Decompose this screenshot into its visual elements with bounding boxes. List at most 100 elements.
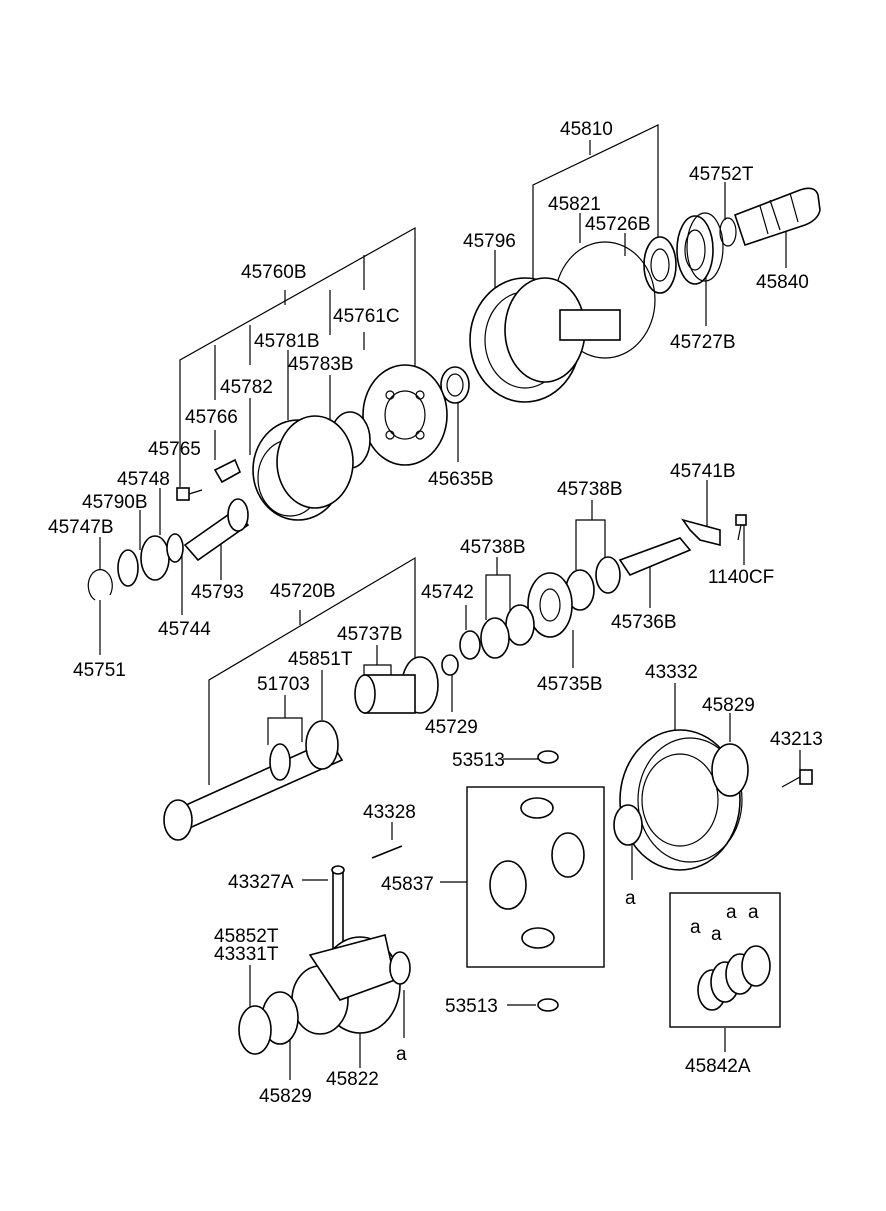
shim-set-icon xyxy=(697,945,771,1011)
case-shim-icon xyxy=(389,951,411,985)
label-45744: 45744 xyxy=(158,619,211,640)
shaft-45840-icon xyxy=(733,187,821,247)
oil-seal-icon xyxy=(238,1005,272,1055)
label-45781B: 45781B xyxy=(254,331,320,352)
label-a-kit-2: a xyxy=(711,924,722,945)
label-53513-lower: 53513 xyxy=(445,996,498,1017)
label-45851T: 45851T xyxy=(288,649,353,670)
spacer-icon xyxy=(166,533,184,563)
label-45852T: 45852T xyxy=(214,926,279,947)
label-45783B: 45783B xyxy=(288,354,354,375)
shim-kit-box xyxy=(669,892,781,1028)
tapered-bearing-icon xyxy=(595,556,621,594)
label-a-shim: a xyxy=(625,888,636,909)
small-washer-icon xyxy=(441,654,459,676)
bearing-race-icon xyxy=(505,604,535,646)
label-43328: 43328 xyxy=(363,802,416,823)
planet-carrier-icon xyxy=(362,364,448,466)
label-45782: 45782 xyxy=(220,377,273,398)
ring-gear-bolt-icon xyxy=(781,769,813,788)
final-drive-gear-icon xyxy=(619,729,743,871)
bearing-icon xyxy=(676,212,724,285)
bracket-icon xyxy=(681,518,721,547)
label-45736B: 45736B xyxy=(611,612,677,633)
snap-ring-icon xyxy=(719,217,737,247)
lock-pin-icon xyxy=(371,845,403,859)
label-45796: 45796 xyxy=(463,231,516,252)
label-45726B: 45726B xyxy=(585,214,651,235)
label-45635B: 45635B xyxy=(428,469,494,490)
label-51703: 51703 xyxy=(257,674,310,695)
label-45729: 45729 xyxy=(425,717,478,738)
upper-shaft-assembly xyxy=(87,187,821,601)
label-45742: 45742 xyxy=(421,582,474,603)
label-45737B: 45737B xyxy=(337,624,403,645)
differential-assembly xyxy=(238,729,813,1055)
ring-gear-icon xyxy=(469,277,621,403)
helical-gear-icon xyxy=(140,535,170,581)
shim-a-icon xyxy=(613,804,643,846)
label-45738B-lower: 45738B xyxy=(460,537,526,558)
label-43331T: 43331T xyxy=(214,944,279,965)
label-45735B: 45735B xyxy=(537,674,603,695)
label-45738B-upper: 45738B xyxy=(557,479,623,500)
stub-shaft-icon xyxy=(618,537,692,576)
label-45829-upper: 45829 xyxy=(702,695,755,716)
label-45810: 45810 xyxy=(560,119,613,140)
label-45837: 45837 xyxy=(381,874,434,895)
diff-bearing-icon xyxy=(711,743,749,797)
lock-plate-icon xyxy=(213,458,242,484)
lower-thrust-washer-icon xyxy=(537,998,559,1012)
label-45829-lower: 45829 xyxy=(259,1086,312,1107)
side-gears-icon xyxy=(489,797,585,949)
internal-gear-icon xyxy=(252,415,354,521)
label-43327A: 43327A xyxy=(228,872,294,893)
label-45748: 45748 xyxy=(117,469,170,490)
diff-case-icon xyxy=(291,934,401,1035)
label-a-kit-3: a xyxy=(726,902,737,923)
pinion-shaft-icon xyxy=(183,498,250,562)
label-45727B: 45727B xyxy=(670,332,736,353)
label-45793: 45793 xyxy=(191,582,244,603)
label-1140CF: 1140CF xyxy=(708,567,774,588)
label-45752T: 45752T xyxy=(689,164,754,185)
label-45842A: 45842A xyxy=(685,1056,751,1077)
label-45840: 45840 xyxy=(756,272,809,293)
label-45790B: 45790B xyxy=(82,492,148,513)
roller-icon xyxy=(480,617,510,659)
gear-kit-box xyxy=(466,786,605,968)
label-45766: 45766 xyxy=(185,407,238,428)
middle-shaft-assembly xyxy=(163,514,747,841)
bolt-icon xyxy=(176,487,203,501)
label-43213: 43213 xyxy=(770,729,823,750)
label-45821: 45821 xyxy=(548,194,601,215)
label-45751: 45751 xyxy=(73,660,126,681)
collar-icon xyxy=(117,549,139,587)
drive-pinion-icon xyxy=(163,720,344,841)
label-45765: 45765 xyxy=(148,439,201,460)
roller-bearing-icon xyxy=(643,236,677,294)
shim-icon xyxy=(459,630,481,660)
label-45822: 45822 xyxy=(326,1069,379,1090)
pinion-shaft-43327A-icon xyxy=(331,865,345,949)
label-45747B: 45747B xyxy=(48,517,114,538)
label-a-kit-1: a xyxy=(690,917,701,938)
small-bolt-icon xyxy=(735,514,747,541)
circlip-icon xyxy=(87,569,113,601)
transfer-gear-icon xyxy=(527,572,573,638)
label-a-kit-4: a xyxy=(748,902,759,923)
part-labels: 45810 45752T 45821 45726B 45796 45840 45… xyxy=(48,119,823,1107)
label-45761C: 45761C xyxy=(333,306,400,327)
washer-icon xyxy=(440,366,470,404)
label-45741B: 45741B xyxy=(670,461,736,482)
label-43332: 43332 xyxy=(645,662,698,683)
leader-lines xyxy=(99,124,801,1080)
label-45720B: 45720B xyxy=(270,581,336,602)
label-53513-upper: 53513 xyxy=(452,750,505,771)
drive-gear-icon xyxy=(354,656,439,714)
label-45760B: 45760B xyxy=(241,262,307,283)
label-a-case: a xyxy=(396,1044,407,1065)
thrust-washer-icon xyxy=(537,750,559,764)
